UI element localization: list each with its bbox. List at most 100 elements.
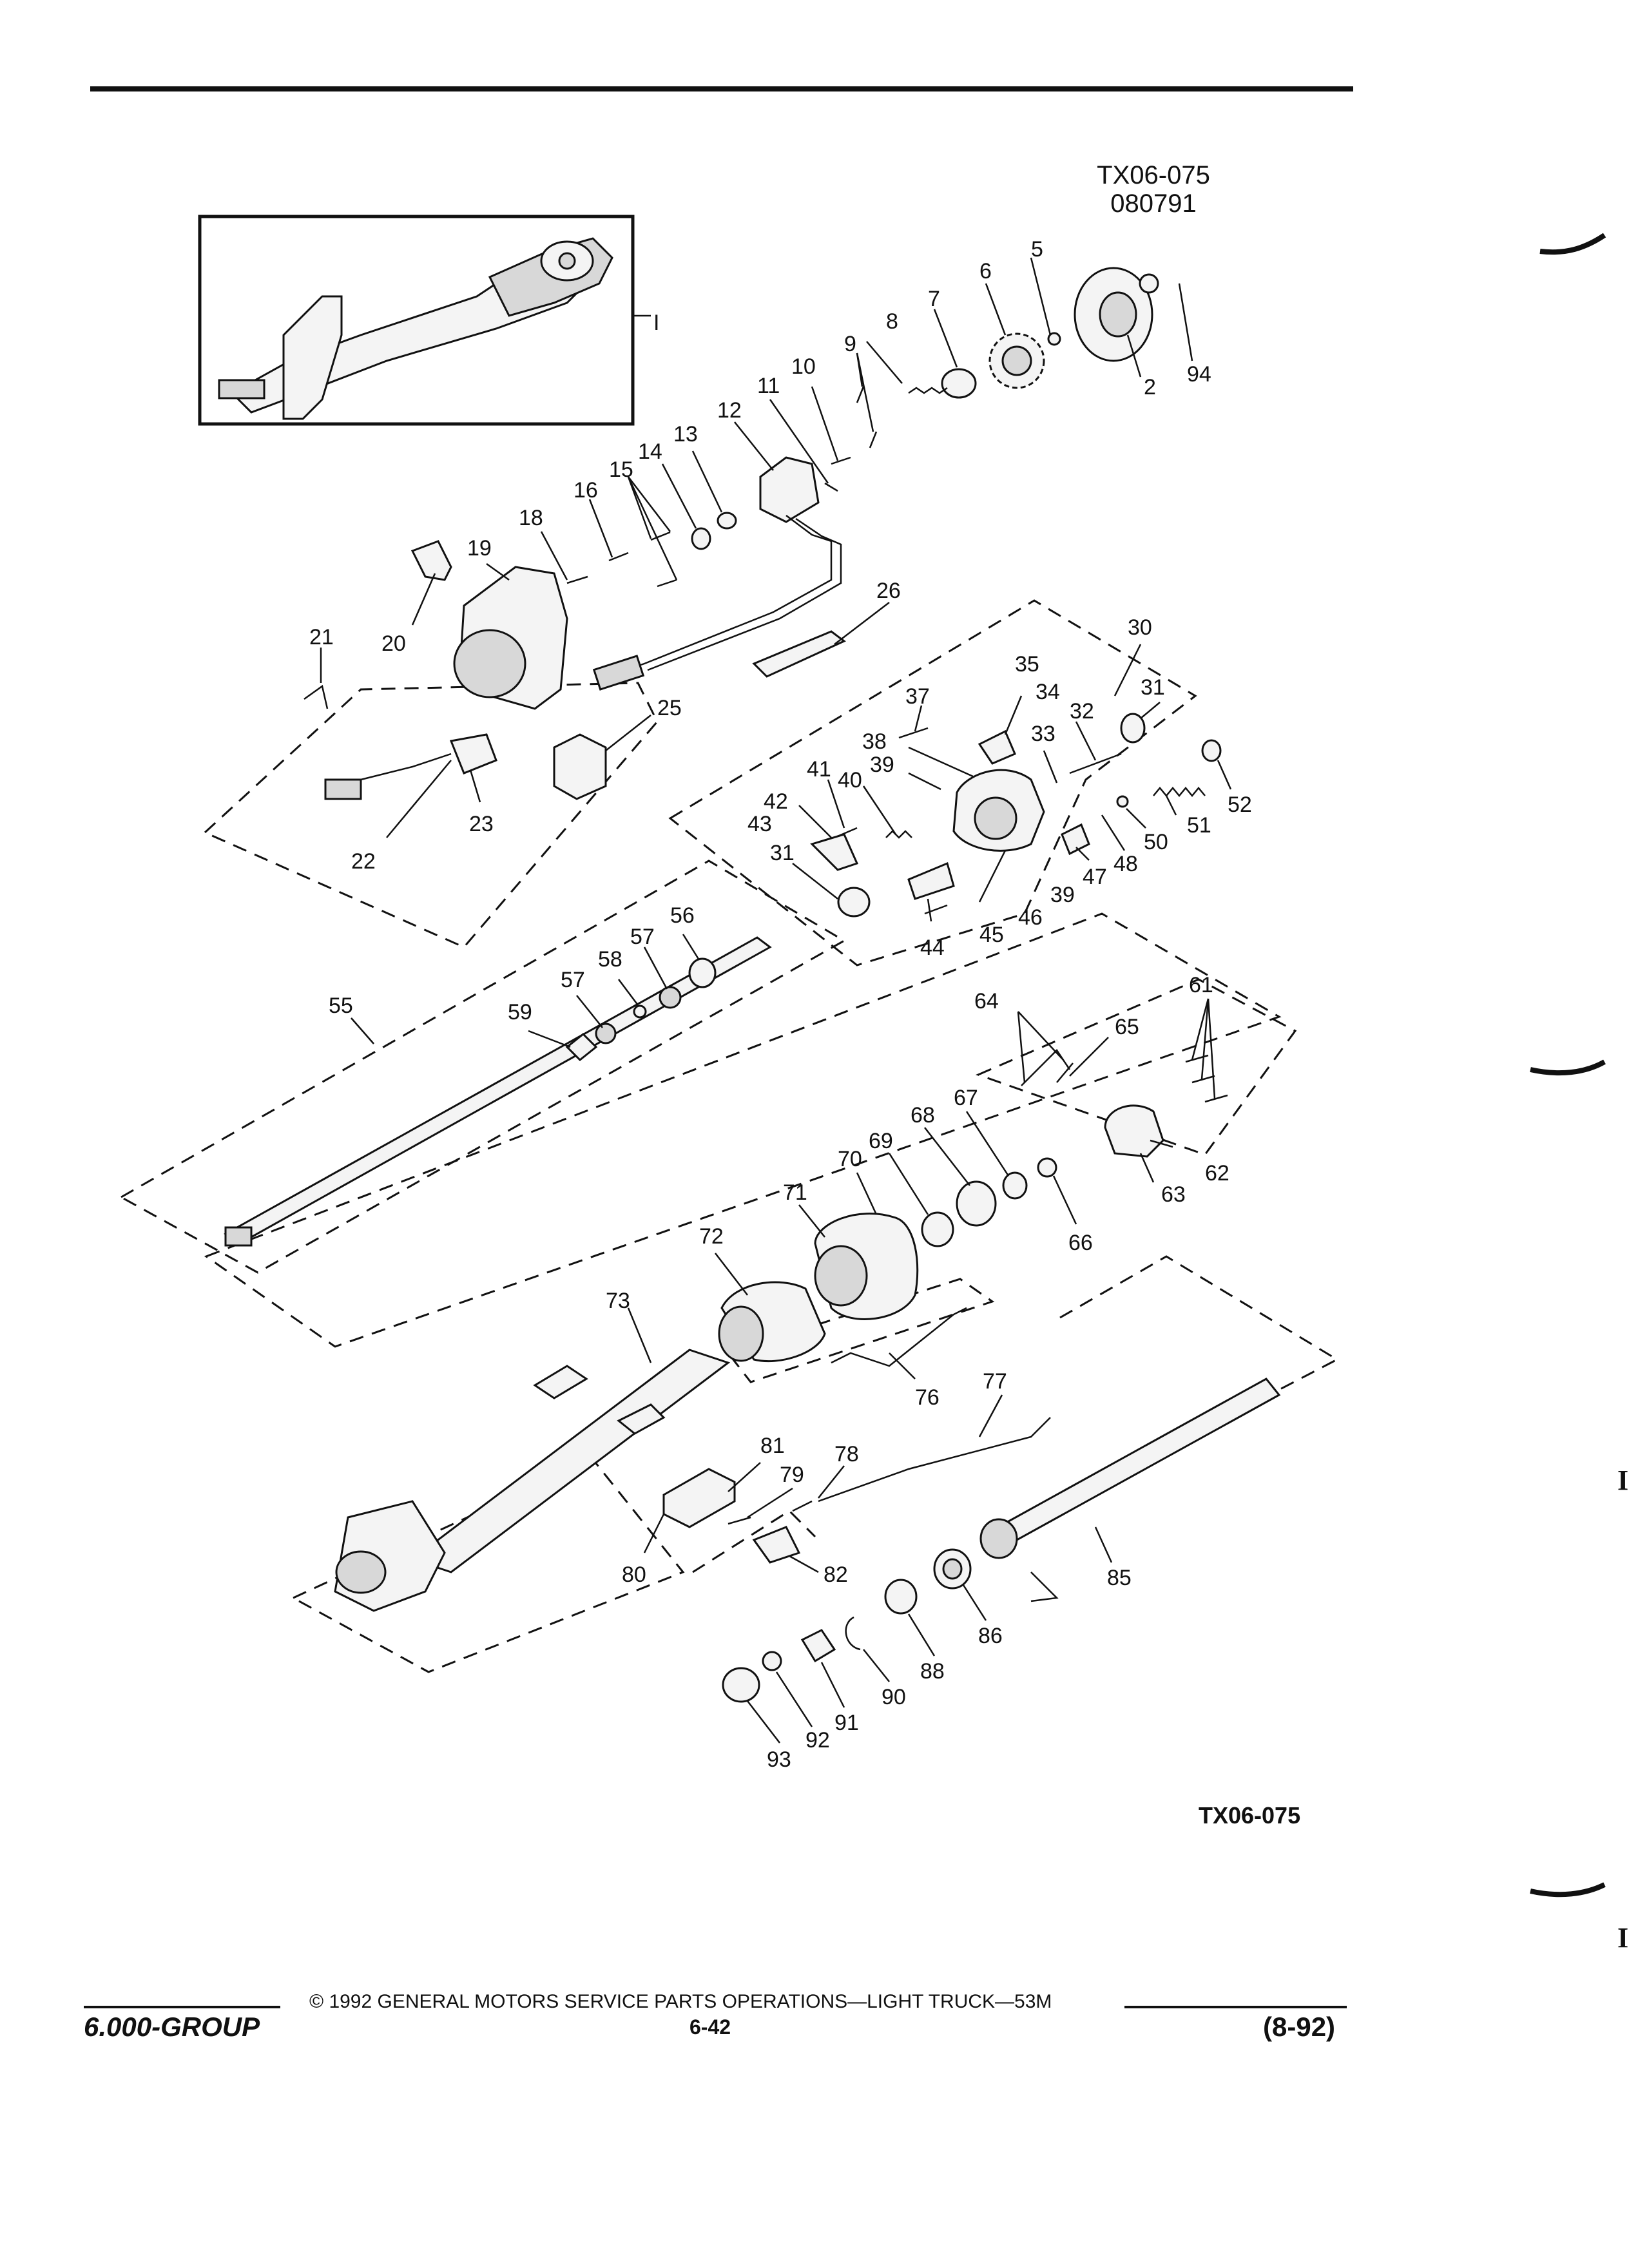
part-92-ring xyxy=(762,1651,782,1671)
part-77-rod xyxy=(818,1417,1051,1503)
leader-6 xyxy=(985,283,1007,336)
callout-10: 10 xyxy=(791,354,816,379)
callout-44: 44 xyxy=(920,936,945,960)
leader-88 xyxy=(907,1613,936,1657)
callout-22: 22 xyxy=(351,849,376,874)
part-90-clip xyxy=(845,1616,861,1651)
part-46-bore xyxy=(974,796,1017,840)
callout-18: 18 xyxy=(519,506,543,530)
leader-50 xyxy=(1126,808,1146,829)
leader-19 xyxy=(486,562,510,581)
part-72-bore xyxy=(718,1305,764,1362)
outline-lock-group xyxy=(668,599,1197,966)
leader-31b xyxy=(792,863,838,899)
callout-43: 43 xyxy=(747,812,772,836)
part-51-spring xyxy=(1153,787,1206,797)
callout-39-lower: 39 xyxy=(1050,883,1075,907)
callout-59: 59 xyxy=(508,1000,532,1024)
callout-86: 86 xyxy=(978,1624,1003,1648)
leader-32 xyxy=(1075,721,1097,761)
part-47-sector xyxy=(1061,823,1090,856)
part-5-ring xyxy=(1047,332,1061,346)
callout-70: 70 xyxy=(838,1147,862,1171)
part-9-pin-b xyxy=(869,431,878,448)
part-43-rack xyxy=(810,833,859,871)
part-14-retainer xyxy=(691,527,711,550)
leader-13 xyxy=(691,450,723,513)
leader-15c xyxy=(627,476,678,581)
callout-35: 35 xyxy=(1015,652,1039,677)
part-34-gear xyxy=(978,729,1016,765)
inset-complete-column: I xyxy=(198,215,659,426)
part-67-washer xyxy=(1002,1171,1028,1200)
callout-37: 37 xyxy=(905,684,930,709)
leader-86 xyxy=(962,1584,987,1621)
figure-code-line-1: TX06-075 xyxy=(1097,161,1210,189)
callout-63: 63 xyxy=(1161,1182,1186,1207)
callout-32: 32 xyxy=(1070,699,1094,724)
callout-11: 11 xyxy=(757,374,780,398)
part-23-switch xyxy=(449,733,497,774)
footer-revision: (8-92) xyxy=(1263,2012,1336,2042)
callout-80: 80 xyxy=(622,1562,646,1587)
leader-26 xyxy=(834,602,890,645)
leader-92 xyxy=(775,1671,813,1727)
leader-42 xyxy=(798,805,832,838)
part-61-screw-c xyxy=(1204,1094,1228,1103)
leader-10 xyxy=(811,386,839,461)
callout-8: 8 xyxy=(886,309,898,334)
footer-page-number: 6-42 xyxy=(689,2015,731,2039)
leader-40 xyxy=(862,785,897,835)
leader-63 xyxy=(1139,1153,1155,1183)
callout-6: 6 xyxy=(979,259,992,284)
part-73-bracket-a xyxy=(533,1365,588,1399)
callout-41: 41 xyxy=(807,757,831,782)
leader-59 xyxy=(528,1030,571,1048)
part-7-bearing xyxy=(941,368,977,399)
margin-mark-bottom xyxy=(1530,1882,1606,1898)
part-2-bore xyxy=(1099,291,1137,338)
leader-79 xyxy=(747,1487,793,1519)
callout-57-lower: 57 xyxy=(561,968,585,992)
outline-switch-group xyxy=(203,682,659,948)
part-63-housing xyxy=(1104,1104,1164,1158)
part-15-screw-b xyxy=(657,579,677,588)
leader-16 xyxy=(588,499,613,558)
leader-76 xyxy=(889,1352,916,1379)
callout-26: 26 xyxy=(876,579,901,603)
leader-37 xyxy=(914,705,923,732)
leader-61b xyxy=(1200,998,1210,1080)
callout-labels: 2 5 6 7 8 9 10 11 12 13 14 15 16 18 19 2… xyxy=(309,237,1252,1772)
callout-20: 20 xyxy=(381,631,406,656)
callout-30: 30 xyxy=(1128,615,1152,640)
leader-64b xyxy=(1017,1011,1064,1061)
part-13-bushing xyxy=(717,512,737,530)
part-40-spring xyxy=(885,830,912,839)
leader-2 xyxy=(1126,334,1142,378)
leader-46 xyxy=(978,850,1007,903)
part-85-pin xyxy=(1030,1571,1059,1602)
part-15-screw-a xyxy=(650,531,671,541)
part-6-hub xyxy=(1001,345,1032,376)
part-32-shaft xyxy=(1069,753,1122,774)
callout-9: 9 xyxy=(844,332,856,356)
callout-91: 91 xyxy=(834,1711,859,1735)
leader-15a xyxy=(627,476,652,539)
part-57-sphere-b xyxy=(595,1023,617,1044)
leader-58 xyxy=(618,979,639,1006)
part-94-nut xyxy=(1139,273,1159,294)
inset-callout-1: I xyxy=(653,311,659,335)
part-12-harness xyxy=(605,515,833,678)
margin-mark-middle xyxy=(1530,1059,1606,1076)
leader-56 xyxy=(682,934,700,961)
part-78-rod-end xyxy=(792,1500,813,1512)
leader-61c xyxy=(1207,998,1216,1099)
footer-copyright: © 1992 GENERAL MOTORS SERVICE PARTS OPER… xyxy=(309,1991,1052,2012)
callout-72: 72 xyxy=(699,1224,724,1249)
callout-90: 90 xyxy=(882,1685,906,1709)
leader-52 xyxy=(1217,760,1232,790)
part-85-shaft xyxy=(990,1378,1281,1548)
part-26-bracket xyxy=(752,630,846,678)
callout-69: 69 xyxy=(869,1129,893,1153)
leader-93 xyxy=(747,1700,780,1744)
